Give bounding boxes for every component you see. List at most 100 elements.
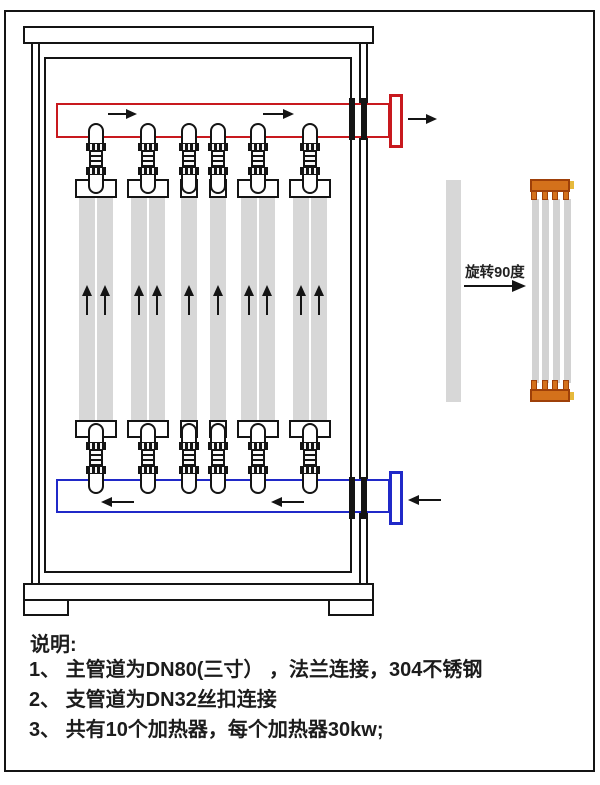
heater-flange-bottom-upper	[86, 442, 106, 450]
heater-flange-top-upper	[179, 143, 199, 151]
page-border	[4, 10, 595, 772]
header-tab-top	[570, 181, 574, 189]
flow-arrow-up-icon	[134, 285, 144, 296]
wall-penetration-bar	[349, 477, 355, 519]
flow-arrow-up-shaft	[138, 296, 140, 315]
heater-header-top	[530, 179, 570, 192]
heater-bellows-bottom	[211, 449, 225, 468]
heater-neck-top	[181, 173, 197, 194]
heater-flange-top-lower	[138, 167, 158, 175]
heater-flange-top-lower	[208, 167, 228, 175]
heater-flange-bottom-lower	[138, 466, 158, 474]
heater-dome-bottom	[210, 472, 226, 494]
heater-flange-top-upper	[208, 143, 228, 151]
flow-arrow-left-shaft	[282, 501, 304, 503]
flow-arrow-up-shaft	[217, 296, 219, 315]
flow-arrow-left-icon	[101, 497, 112, 507]
heater-dome-top	[181, 123, 197, 147]
cabinet-wall-right-inner	[359, 43, 361, 585]
flow-arrow-up-shaft	[318, 296, 320, 315]
flow-arrow-up-icon	[184, 285, 194, 296]
heater-flange-bottom-lower	[86, 466, 106, 474]
flow-arrow-up-shaft	[248, 296, 250, 315]
heater-bellows-top	[251, 150, 265, 169]
inlet-arrow-icon	[408, 495, 419, 505]
notes-title: 说明:	[30, 634, 77, 656]
outlet-flange	[389, 94, 403, 148]
heater-flange-bottom-upper	[138, 442, 158, 450]
note-line-3: 3、 共有10个加热器，每个加热器30kw;	[29, 719, 384, 741]
heater-dome-top	[210, 123, 226, 147]
heater-neck-bottom	[140, 423, 156, 444]
cabinet-wall-left-outer	[31, 43, 33, 585]
heater-flange-bottom-upper	[248, 442, 268, 450]
flow-arrow-up-icon	[244, 285, 254, 296]
rotate-arrow-shaft	[464, 285, 516, 287]
heater-neck-bottom	[250, 423, 266, 444]
cabinet-door	[44, 57, 352, 573]
heater-bellows-bottom	[182, 449, 196, 468]
flow-arrow-up-shaft	[86, 296, 88, 315]
flow-arrow-up-shaft	[156, 296, 158, 315]
flow-arrow-up-icon	[152, 285, 162, 296]
heater-neck-bottom	[302, 423, 318, 444]
rotated-tube	[532, 199, 539, 383]
heater-flange-bottom-lower	[208, 466, 228, 474]
heater-bellows-bottom	[89, 449, 103, 468]
flow-arrow-up-icon	[213, 285, 223, 296]
flow-arrow-right-icon	[126, 109, 137, 119]
rotated-tube	[542, 199, 549, 383]
rotated-tube	[564, 199, 571, 383]
heater-flange-top-lower	[300, 167, 320, 175]
inlet-flange	[389, 471, 403, 525]
heater-neck-top	[210, 173, 226, 194]
heater-neck-top	[140, 173, 156, 194]
flow-arrow-up-shaft	[300, 296, 302, 315]
heater-flange-bottom-lower	[248, 466, 268, 474]
heater-neck-top	[88, 173, 104, 194]
outlet-arrow-icon	[426, 114, 437, 124]
rotate-arrow-icon	[512, 280, 526, 292]
heater-flange-bottom-lower	[179, 466, 199, 474]
heater-flange-top-lower	[86, 167, 106, 175]
inlet-arrow-shaft	[419, 499, 441, 501]
heater-dome-bottom	[250, 472, 266, 494]
heater-flange-top-upper	[300, 143, 320, 151]
heater-dome-top	[302, 123, 318, 147]
flow-arrow-left-icon	[271, 497, 282, 507]
flow-arrow-up-icon	[314, 285, 324, 296]
heater-neck-bottom	[181, 423, 197, 444]
flow-arrow-up-shaft	[266, 296, 268, 315]
flow-arrow-right-shaft	[108, 113, 128, 115]
note-line-1: 1、 主管道为DN80(三寸） ，法兰连接，304不锈钢	[29, 659, 483, 681]
outlet-arrow-shaft	[408, 118, 428, 120]
heater-dome-bottom	[88, 472, 104, 494]
flow-arrow-up-icon	[100, 285, 110, 296]
heater-flange-top-upper	[138, 143, 158, 151]
heater-header-bottom	[530, 389, 570, 402]
heater-dome-bottom	[302, 472, 318, 494]
wall-penetration-bar	[361, 477, 367, 519]
side-tube-bar	[446, 180, 461, 402]
heater-flange-top-lower	[248, 167, 268, 175]
heater-dome-bottom	[181, 472, 197, 494]
cabinet-foot-left	[23, 599, 69, 616]
heater-flange-bottom-lower	[300, 466, 320, 474]
heater-bellows-top	[89, 150, 103, 169]
wall-penetration-bar	[361, 98, 367, 140]
cabinet-wall-left-inner	[38, 43, 40, 585]
flow-arrow-up-icon	[82, 285, 92, 296]
wall-penetration-bar	[349, 98, 355, 140]
heater-dome-top	[140, 123, 156, 147]
heater-dome-top	[88, 123, 104, 147]
heater-neck-top	[250, 173, 266, 194]
heater-flange-top-lower	[179, 167, 199, 175]
flow-arrow-left-shaft	[112, 501, 134, 503]
flow-arrow-up-shaft	[104, 296, 106, 315]
heater-flange-bottom-upper	[208, 442, 228, 450]
heater-flange-top-upper	[86, 143, 106, 151]
cabinet-top-cap	[23, 26, 374, 44]
heater-flange-bottom-upper	[179, 442, 199, 450]
header-tab-bottom	[570, 392, 574, 400]
flow-arrow-up-icon	[296, 285, 306, 296]
